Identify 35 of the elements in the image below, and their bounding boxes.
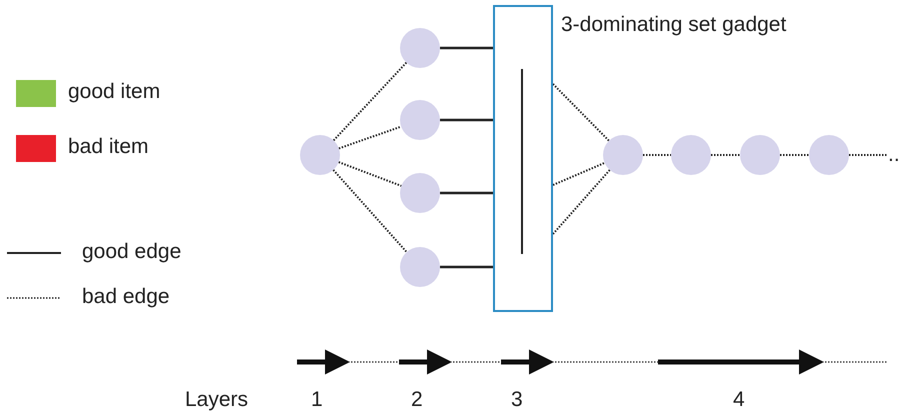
solid-edge: [440, 192, 493, 194]
layer-number: 1: [311, 388, 323, 412]
circle-node: [671, 135, 711, 175]
ellipsis: ..: [888, 143, 900, 167]
circle-node: [400, 28, 440, 68]
dotted-edge: [552, 83, 610, 142]
dotted-edge: [552, 162, 605, 186]
layer-number: 3: [511, 388, 523, 412]
circle-node: [809, 135, 849, 175]
solid-edge: [440, 118, 493, 122]
dotted-edge: [780, 154, 809, 156]
layer-number: 4: [733, 388, 745, 412]
solid-edge: [440, 46, 493, 50]
legend-label: bad item: [68, 135, 149, 159]
legend-label: bad edge: [82, 285, 170, 309]
solid-edge: [440, 266, 493, 268]
dotted-edge: [849, 154, 888, 156]
circle-node: [400, 100, 440, 140]
axis-title: Layers: [185, 388, 248, 412]
circle-node: [300, 135, 340, 175]
dotted-edge: [338, 161, 402, 187]
circle-node: [400, 247, 440, 287]
dotted-edge: [711, 154, 740, 156]
dotted-edge: [332, 169, 408, 253]
gadget-title: 3-dominating set gadget: [561, 13, 786, 37]
legend-label: good edge: [82, 240, 182, 264]
dotted-edge: [338, 126, 402, 150]
layer-number: 2: [411, 388, 423, 412]
dotted-edge: [332, 62, 408, 142]
circle-node: [740, 135, 780, 175]
legend-label: good item: [68, 80, 160, 104]
dotted-edge: [552, 169, 610, 235]
circle-node: [400, 173, 440, 213]
dotted-edge: [643, 154, 671, 156]
circle-node: [603, 135, 643, 175]
